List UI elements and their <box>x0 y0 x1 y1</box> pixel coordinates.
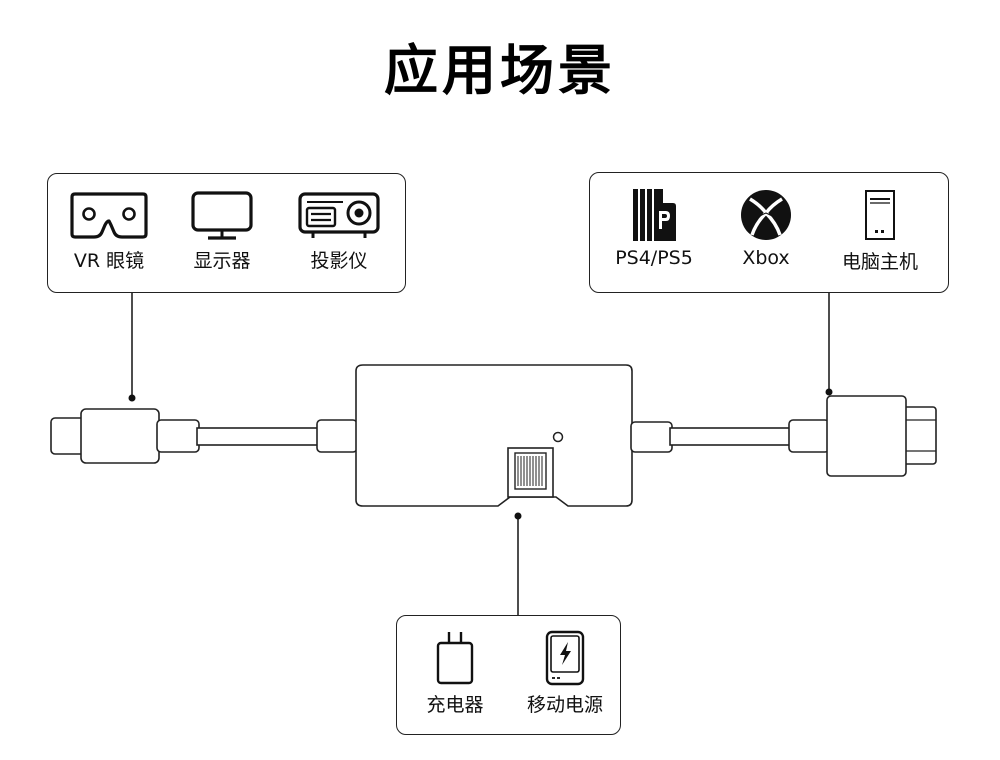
playstation-icon <box>633 189 676 241</box>
source-devices-panel: PS4/PS5 Xbox 电脑主机 <box>589 172 949 293</box>
adapter-body <box>355 364 633 507</box>
led-indicator <box>552 431 564 443</box>
monitor-icon <box>191 191 253 240</box>
device-label: 移动电源 <box>526 694 603 716</box>
cable-right <box>669 427 792 446</box>
hdmi-plug-body <box>826 395 907 477</box>
cable-left <box>196 427 320 446</box>
device-vr: VR 眼镜 <box>68 190 150 273</box>
usb-c-plug-body <box>80 408 160 464</box>
hdmi-tip <box>901 406 937 465</box>
device-power-bank: 移动电源 <box>515 630 615 717</box>
adapter-strain-relief-left <box>316 419 358 453</box>
pc-tower-icon <box>865 190 895 240</box>
device-label: VR 眼镜 <box>73 250 145 272</box>
adapter-strain-relief-right <box>630 421 673 453</box>
projector-icon <box>298 192 380 238</box>
device-monitor: 显示器 <box>182 190 262 273</box>
device-projector: 投影仪 <box>294 190 384 273</box>
usb-c-tip <box>50 417 86 455</box>
power-bank-icon <box>545 630 585 686</box>
device-label: 充电器 <box>426 694 484 716</box>
xbox-icon <box>741 190 791 240</box>
device-charger: 充电器 <box>413 630 497 717</box>
hdmi-strain-relief <box>788 419 830 453</box>
usb-c-strain-relief <box>156 419 200 453</box>
device-label: 显示器 <box>193 250 251 272</box>
device-label: 电脑主机 <box>841 251 918 273</box>
power-sources-panel: 充电器 移动电源 <box>396 615 621 735</box>
device-label: Xbox <box>742 247 790 269</box>
charger-icon <box>436 632 474 685</box>
device-xbox: Xbox <box>726 187 806 269</box>
device-playstation: PS4/PS5 <box>604 187 704 269</box>
vr-headset-icon <box>70 192 148 239</box>
device-pc: 电脑主机 <box>834 187 926 274</box>
device-label: 投影仪 <box>310 250 368 272</box>
page-title: 应用场景 <box>384 39 616 102</box>
device-label: PS4/PS5 <box>615 247 693 269</box>
display-devices-panel: VR 眼镜 显示器 投影仪 <box>47 173 406 293</box>
